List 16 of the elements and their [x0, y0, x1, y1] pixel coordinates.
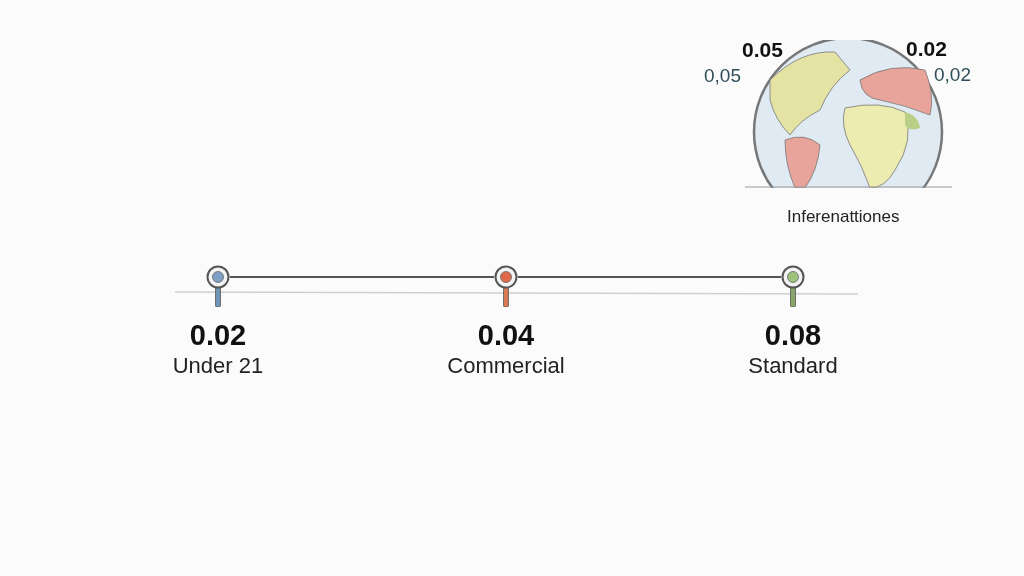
globe-caption: Inferenattiones [787, 206, 900, 228]
timeline-line [517, 276, 782, 278]
pin-marker [781, 265, 805, 307]
category-label: Under 21 [172, 352, 264, 380]
value-label: 0,05 [704, 64, 741, 88]
value-label: 0,02 [934, 63, 971, 87]
category-label: Standard [748, 352, 838, 380]
value-label: 0.02 [189, 318, 247, 352]
category-label: Commercial [447, 352, 565, 380]
value-label: 0.08 [764, 318, 822, 352]
value-label: 0.04 [477, 318, 535, 352]
pin-marker [494, 265, 518, 307]
value-label: 0.02 [906, 36, 947, 62]
value-label: 0.05 [742, 37, 783, 63]
pin-marker [206, 265, 230, 307]
timeline-line [229, 276, 495, 278]
